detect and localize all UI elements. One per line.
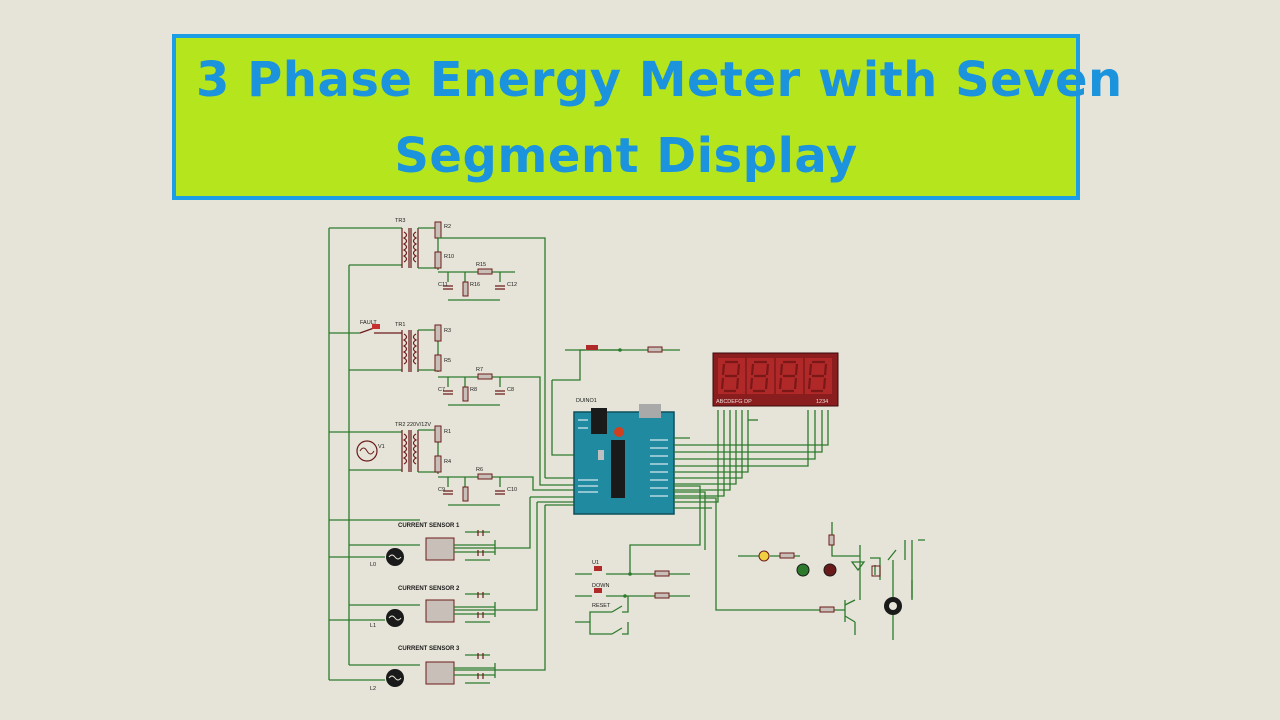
label-c10: C10 bbox=[507, 487, 517, 493]
label-l1: L1 bbox=[370, 623, 376, 629]
display-digit bbox=[776, 358, 803, 394]
digit-segment bbox=[720, 377, 725, 390]
relay-motor-driver bbox=[738, 522, 925, 640]
label-c7: C7 bbox=[438, 387, 445, 393]
label-reset: RESET bbox=[592, 603, 611, 609]
label-tr2: TR2 220V/12V bbox=[395, 422, 431, 428]
label-cs1: CURRENT SENSOR 1 bbox=[398, 523, 460, 529]
left-bus-wires bbox=[328, 227, 420, 681]
label-l2: L2 bbox=[370, 686, 376, 692]
label-r5: R5 bbox=[444, 358, 451, 364]
label-cs3: CURRENT SENSOR 3 bbox=[398, 646, 460, 652]
label-r16: R16 bbox=[470, 282, 480, 288]
title-line-2: Segment Display bbox=[394, 128, 858, 184]
label-u1: U1 bbox=[592, 560, 599, 566]
label-r7: R7 bbox=[476, 367, 483, 373]
ac-source-v1: V1 bbox=[356, 440, 385, 462]
arduino-board: DUINO1 bbox=[573, 398, 675, 515]
label-r2: R2 bbox=[444, 224, 451, 230]
divider-network-2: R3 R5 R7 R8 C7 C8 bbox=[418, 324, 515, 406]
label-c11: C11 bbox=[438, 282, 448, 288]
button-3: RESET bbox=[575, 596, 629, 635]
label-fault: FAULT bbox=[360, 320, 377, 326]
label-cs2: CURRENT SENSOR 2 bbox=[398, 586, 460, 592]
digit-segment bbox=[808, 363, 813, 376]
label-tr3: TR3 bbox=[395, 218, 405, 224]
title-banner: 3 Phase Energy Meter with Seven Segment … bbox=[172, 34, 1123, 200]
current-sensor-2: CURRENT SENSOR 2 L1 bbox=[370, 502, 538, 629]
label-l0: L0 bbox=[370, 562, 376, 568]
digit-segment bbox=[779, 363, 784, 376]
button-down: U1 bbox=[575, 560, 690, 577]
arduino-input-wires bbox=[515, 349, 620, 506]
digit-segment bbox=[822, 377, 827, 390]
label-down: DOWN bbox=[592, 583, 609, 589]
label-v1: V1 bbox=[378, 444, 385, 450]
push-button-top bbox=[565, 345, 680, 353]
display-digit bbox=[747, 358, 774, 394]
label-r1: R1 bbox=[444, 429, 451, 435]
label-r4: R4 bbox=[444, 459, 451, 465]
label-display-digits: 1234 bbox=[816, 399, 828, 405]
digit-segment bbox=[764, 377, 769, 390]
label-c9: C9 bbox=[438, 487, 445, 493]
digit-segment bbox=[794, 363, 799, 376]
transformer-tr1: TR1 bbox=[395, 322, 419, 372]
digit-segment bbox=[765, 363, 770, 376]
display-digits bbox=[718, 358, 832, 394]
digit-segment bbox=[750, 363, 755, 376]
title-line-1: 3 Phase Energy Meter with Seven bbox=[196, 52, 1123, 108]
digit-segment bbox=[721, 363, 726, 376]
label-r15: R15 bbox=[476, 262, 486, 268]
divider-network-3: R1 R4 R6 C9 C10 bbox=[418, 425, 517, 506]
digit-segment bbox=[735, 377, 740, 390]
transformer-tr3: TR3 bbox=[395, 218, 419, 268]
label-r3: R3 bbox=[444, 328, 451, 334]
digit-segment bbox=[823, 363, 828, 376]
arduino-output-wires bbox=[629, 410, 829, 611]
digit-segment bbox=[749, 377, 754, 390]
divider-network-1: R2 R10 R15 R16 C11 C12 bbox=[418, 221, 546, 478]
digit-segment bbox=[793, 377, 798, 390]
label-c8: C8 bbox=[507, 387, 514, 393]
digit-segment bbox=[807, 377, 812, 390]
label-r10: R10 bbox=[444, 254, 454, 260]
label-tr1: TR1 bbox=[395, 322, 405, 328]
digit-segment bbox=[736, 363, 741, 376]
transformer-tr2: TR2 220V/12V bbox=[395, 422, 431, 472]
seven-segment-display: ABCDEFG DP 1234 bbox=[712, 352, 839, 407]
fault-switch: FAULT bbox=[359, 320, 402, 334]
label-c12: C12 bbox=[507, 282, 517, 288]
display-digit bbox=[805, 358, 832, 394]
label-display-segments: ABCDEFG DP bbox=[716, 399, 752, 405]
digit-segment bbox=[778, 377, 783, 390]
display-digit bbox=[718, 358, 745, 394]
button-reset: DOWN bbox=[575, 583, 690, 599]
label-r6: R6 bbox=[476, 467, 483, 473]
label-arduino: DUINO1 bbox=[576, 398, 597, 404]
current-sensor-1: CURRENT SENSOR 1 L0 bbox=[370, 497, 531, 568]
current-sensor-3: CURRENT SENSOR 3 L2 bbox=[370, 505, 546, 692]
label-r8: R8 bbox=[470, 387, 477, 393]
